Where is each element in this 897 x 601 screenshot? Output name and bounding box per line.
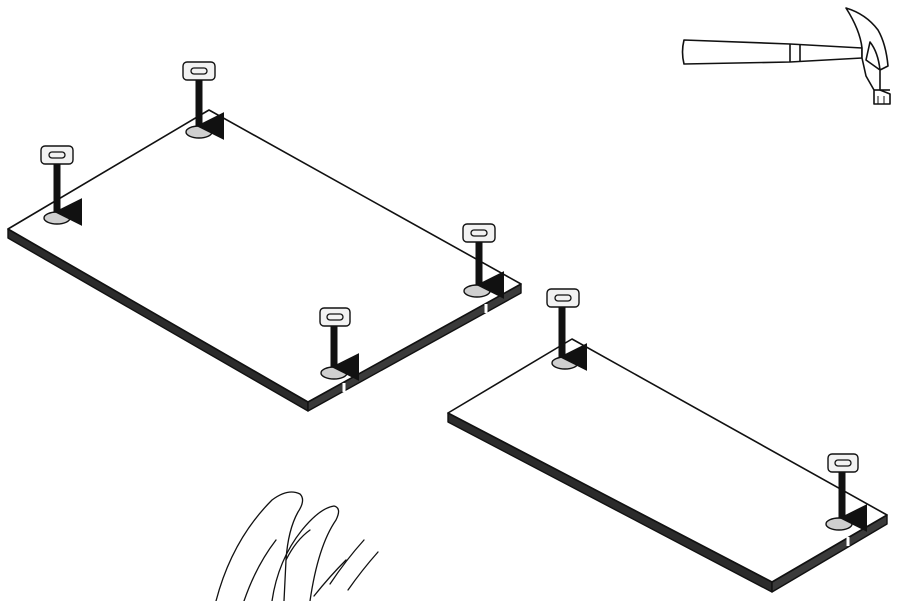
- motion-line: [330, 540, 364, 584]
- hammer-claw-outline: [216, 492, 303, 601]
- fitting-hole: [321, 367, 347, 379]
- hammer-icon: [683, 8, 891, 104]
- motion-line: [348, 552, 378, 590]
- fitting-cap: [828, 454, 858, 472]
- fitting-cap: [547, 289, 579, 307]
- fitting-hole: [552, 357, 578, 369]
- fitting-hole: [464, 285, 490, 297]
- large-panel: [8, 110, 521, 411]
- fitting-hole: [44, 212, 70, 224]
- fitting-cap: [183, 62, 215, 80]
- hammer-handle: [683, 40, 863, 64]
- fitting-hole: [186, 126, 212, 138]
- fitting-cap: [320, 308, 350, 326]
- fitting-hole: [826, 518, 852, 530]
- hammer-swing: [216, 492, 378, 601]
- fitting-cap: [41, 146, 73, 164]
- motion-line: [314, 560, 346, 596]
- large-panel-face: [8, 110, 521, 402]
- small-panel-face: [448, 339, 887, 582]
- fitting-cap: [463, 224, 495, 242]
- small-panel: [448, 339, 887, 592]
- motion-line: [244, 540, 276, 601]
